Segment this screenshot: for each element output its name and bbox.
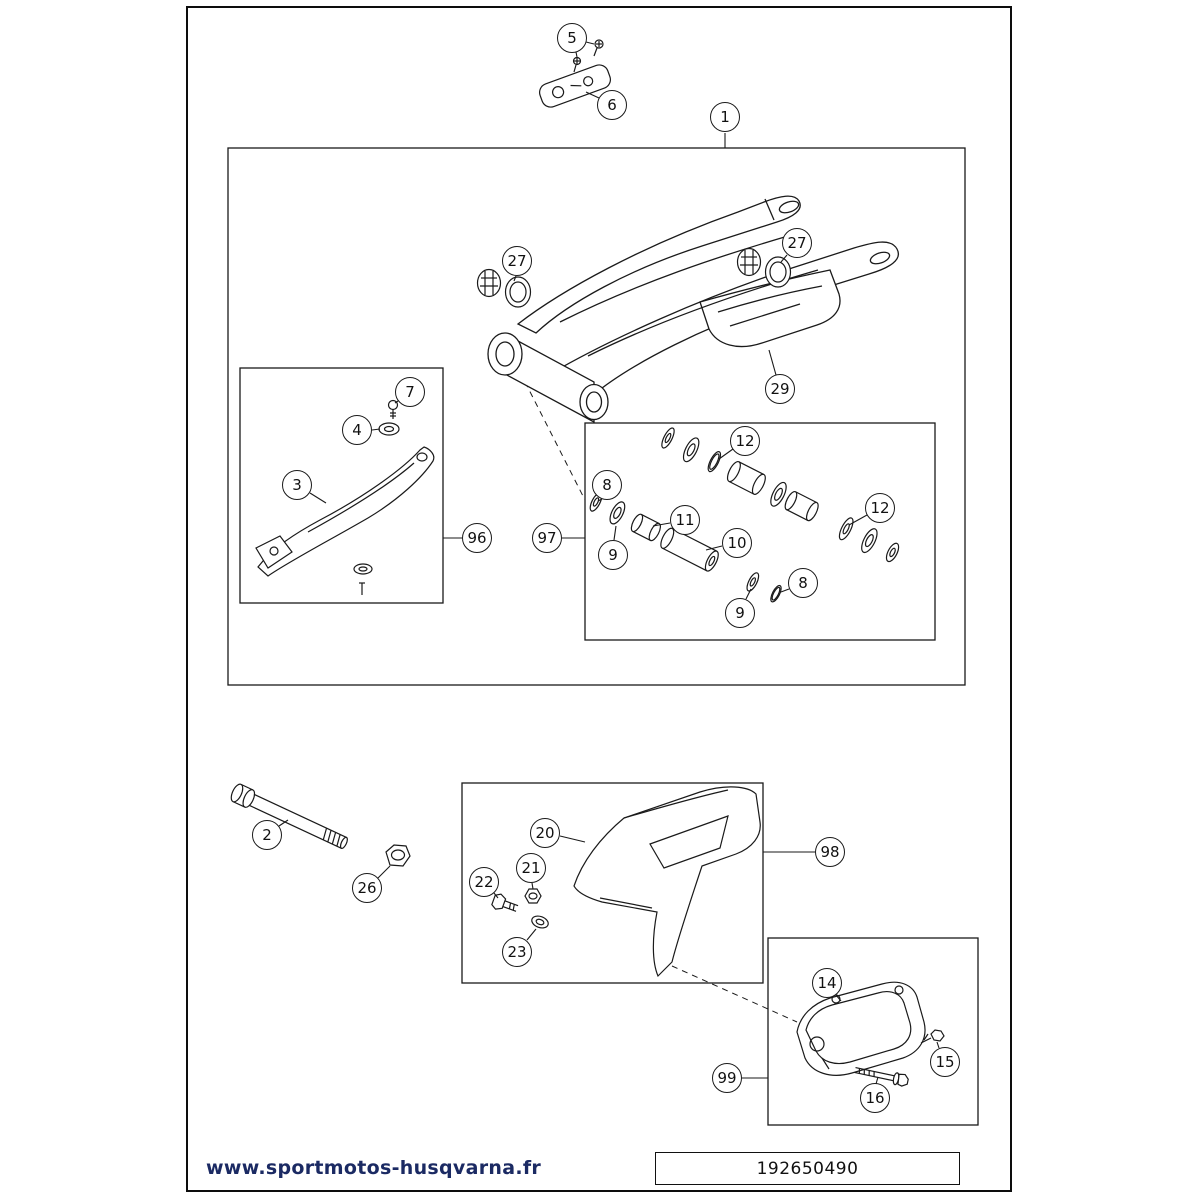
callout-26: 26 bbox=[352, 873, 382, 903]
chain-slider-drawing bbox=[491, 786, 761, 978]
callout-20: 20 bbox=[530, 818, 560, 848]
callout-8: 8 bbox=[592, 470, 622, 500]
callout-10: 10 bbox=[722, 528, 752, 558]
callout-4: 4 bbox=[342, 415, 372, 445]
callout-11: 11 bbox=[670, 505, 700, 535]
callout-9: 9 bbox=[598, 540, 628, 570]
callout-22: 22 bbox=[469, 867, 499, 897]
leader-lines bbox=[278, 41, 940, 1085]
chain-adjuster-drawing bbox=[539, 39, 611, 108]
callout-3: 3 bbox=[282, 470, 312, 500]
callout-9: 9 bbox=[725, 598, 755, 628]
chain-slider-box bbox=[461, 782, 764, 984]
chain-guide-box bbox=[767, 937, 979, 1126]
callout-23: 23 bbox=[502, 937, 532, 967]
bearing-kit-box bbox=[584, 422, 936, 641]
slider-protector-box bbox=[239, 367, 444, 604]
grouping-boxes bbox=[227, 147, 979, 1126]
callout-16: 16 bbox=[860, 1083, 890, 1113]
slider-protector-drawing bbox=[255, 399, 435, 595]
part-number-box: 192650490 bbox=[655, 1152, 960, 1185]
dashed-assembly-lines bbox=[519, 371, 798, 1023]
swingarm-drawing bbox=[487, 195, 899, 424]
callout-8: 8 bbox=[788, 568, 818, 598]
bolt-16 bbox=[854, 1066, 909, 1087]
callout-15: 15 bbox=[930, 1047, 960, 1077]
callout-6: 6 bbox=[597, 90, 627, 120]
part-number: 192650490 bbox=[756, 1158, 859, 1179]
footer-website-link: www.sportmotos-husqvarna.fr bbox=[206, 1157, 542, 1179]
pivot-caps-drawing bbox=[476, 247, 792, 308]
callout-98: 98 bbox=[815, 837, 845, 867]
callout-1: 1 bbox=[710, 102, 740, 132]
callout-97: 97 bbox=[532, 523, 562, 553]
callout-12: 12 bbox=[730, 426, 760, 456]
callout-27: 27 bbox=[502, 246, 532, 276]
swingarm-box bbox=[227, 147, 966, 686]
callout-5: 5 bbox=[557, 23, 587, 53]
nut-26 bbox=[385, 844, 411, 867]
callout-12: 12 bbox=[865, 493, 895, 523]
callout-7: 7 bbox=[395, 377, 425, 407]
nut-21 bbox=[524, 888, 542, 904]
callout-99: 99 bbox=[712, 1063, 742, 1093]
callout-14: 14 bbox=[812, 968, 842, 998]
callout-2: 2 bbox=[252, 820, 282, 850]
callout-29: 29 bbox=[765, 374, 795, 404]
chain-guide-drawing bbox=[796, 981, 945, 1087]
axle-drawing bbox=[230, 783, 411, 867]
callout-21: 21 bbox=[516, 853, 546, 883]
callout-27: 27 bbox=[782, 228, 812, 258]
bolt-15 bbox=[930, 1029, 945, 1042]
bolt-22 bbox=[491, 893, 519, 912]
pivot-bore-left bbox=[487, 332, 523, 376]
washer-23 bbox=[531, 915, 549, 929]
callout-96: 96 bbox=[462, 523, 492, 553]
pivot-bore-right bbox=[579, 383, 609, 421]
bearing-kit-drawing bbox=[589, 427, 900, 603]
